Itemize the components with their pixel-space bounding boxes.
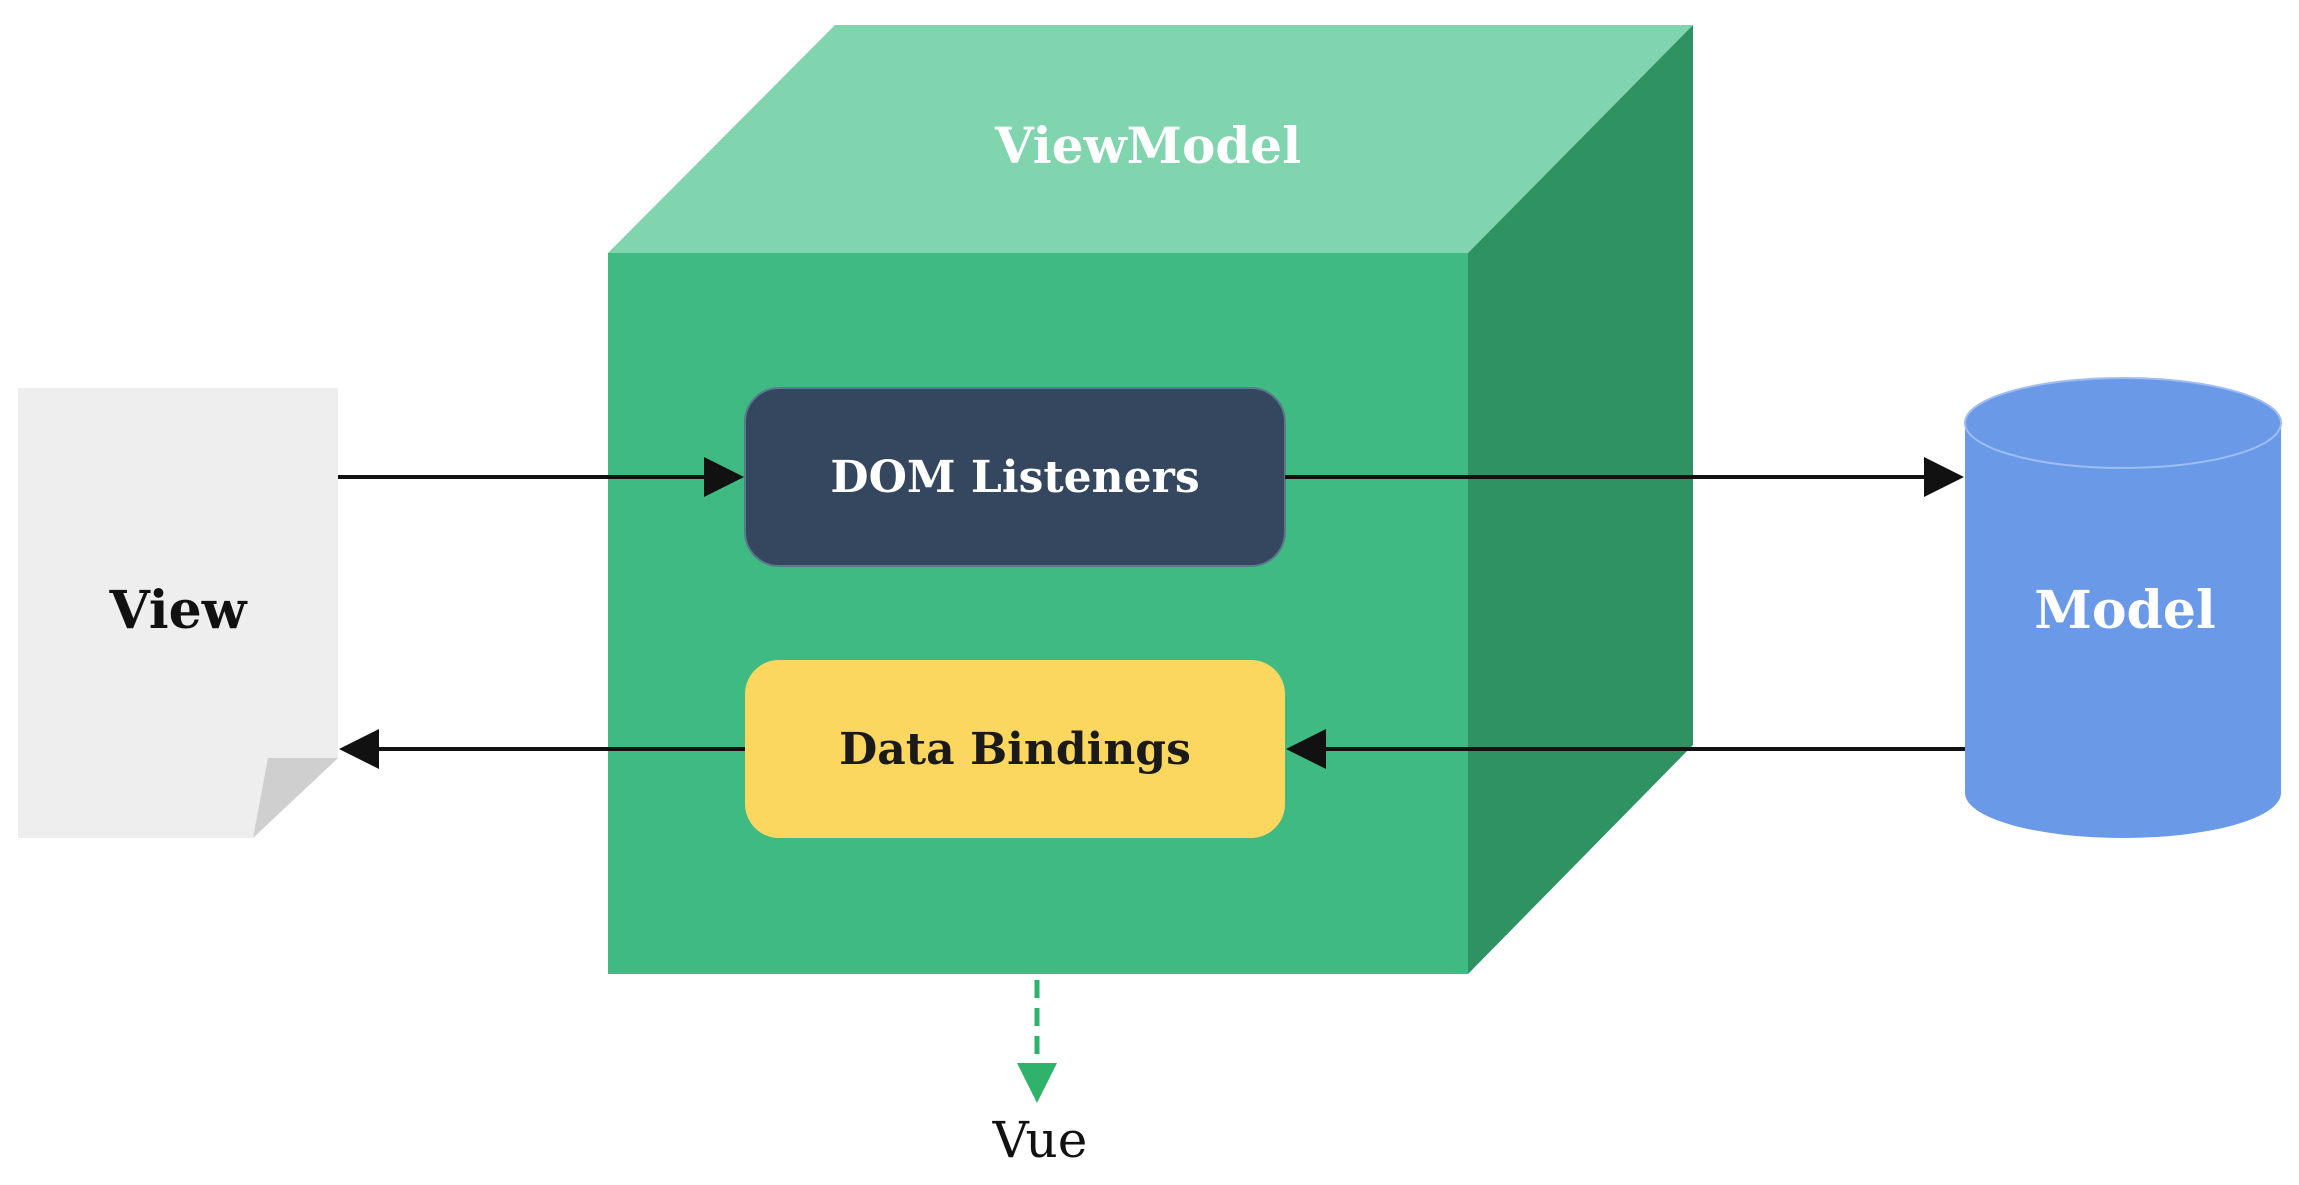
data-bindings-label: Data Bindings [839, 723, 1191, 775]
view-page [18, 388, 338, 838]
model-cylinder [1964, 377, 2282, 838]
cube-top-face [608, 25, 1693, 253]
view-label: View [109, 579, 247, 641]
model-label: Model [2034, 579, 2216, 641]
cube-front-face [608, 253, 1468, 974]
cube-side-face [1468, 25, 1693, 974]
viewmodel-title: ViewModel [994, 115, 1302, 175]
dom-listeners-label: DOM Listeners [830, 451, 1200, 503]
view-document [18, 388, 338, 838]
model-cylinder-top [1964, 377, 2282, 469]
viewmodel-cube [608, 25, 1693, 974]
view-page-fold [253, 758, 338, 838]
vue-label: Vue [992, 1111, 1088, 1169]
data-bindings-box [745, 660, 1285, 838]
model-cylinder-body [1965, 423, 2281, 838]
